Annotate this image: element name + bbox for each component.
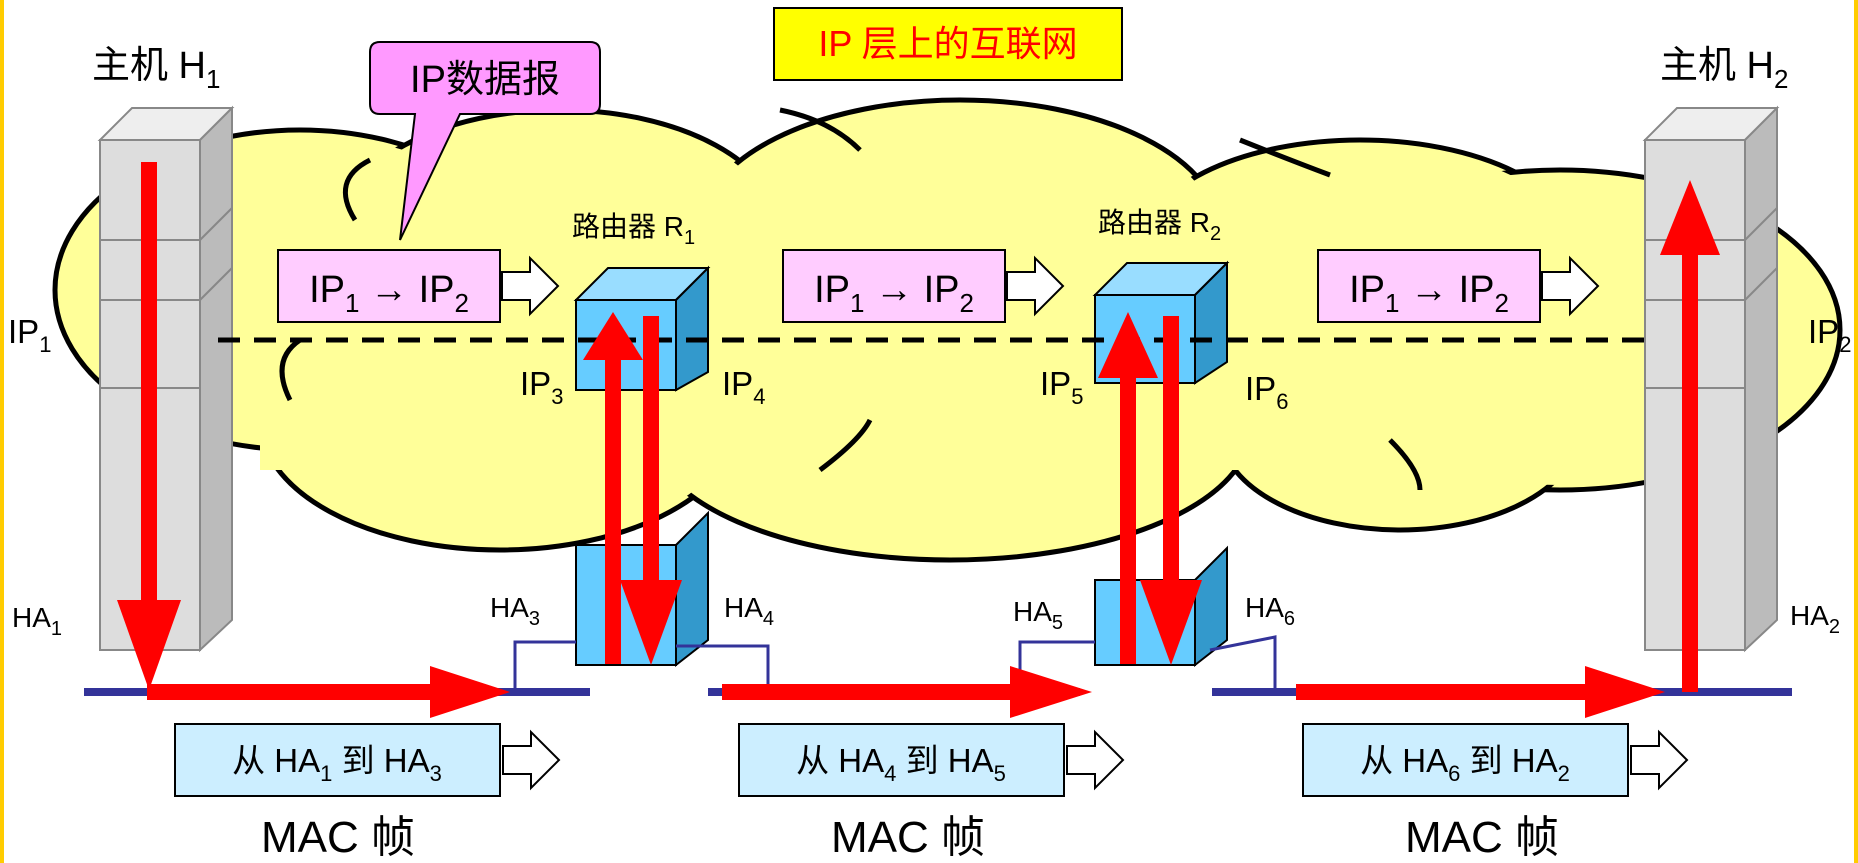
ha5-label: HA5 [1013,596,1063,634]
host-h2 [1642,105,1780,653]
ha1-label: HA1 [12,602,62,640]
lan2-arrowhead [1010,666,1092,718]
host-h1-label: 主机 H1 [92,45,220,94]
ip4-label: IP4 [722,365,765,409]
mac-frame-3: 从 HA6 到 HA2 [1302,723,1689,797]
mac-frame-1: 从 HA1 到 HA3 [174,723,561,797]
ha3-label: HA3 [490,592,540,630]
router-r1-label: 路由器 R1 [572,211,695,249]
ip2-label: IP2 [1808,313,1851,357]
mac-frame-2-arrow [1066,729,1125,791]
ip3-label: IP3 [520,365,563,409]
lan3-arrowhead [1585,666,1665,718]
svg-text:从 HA6 到 HA2: 从 HA6 到 HA2 [1360,742,1570,786]
svg-text:从 HA1 到 HA3: 从 HA1 到 HA3 [232,742,442,786]
callout-text: IP数据报 [410,59,560,101]
svg-text:从 HA4 到 HA5: 从 HA4 到 HA5 [796,742,1006,786]
ip6-label: IP6 [1245,370,1288,414]
lan1-arrowhead [430,666,510,718]
left-edge-strip [0,0,4,863]
ha4-label: HA4 [724,592,774,630]
datagram-3: IP1 → IP2 [1317,249,1600,323]
mac-caption-2: MAC 帧 [831,813,985,862]
mac-frame-2: 从 HA4 到 HA5 [738,723,1125,797]
datagram-3-arrow [1541,255,1600,317]
router-r2-label: 路由器 R2 [1098,207,1221,245]
mac-caption-3: MAC 帧 [1405,813,1559,862]
ha6-label: HA6 [1245,592,1295,630]
mac-frame-3-arrow [1630,729,1689,791]
ip5-label: IP5 [1040,365,1083,409]
title-text: IP 层上的互联网 [818,23,1077,64]
datagram-2: IP1 → IP2 [782,249,1065,323]
ip1-label: IP1 [8,313,51,357]
title-box: IP 层上的互联网 [773,7,1123,81]
mac-frame-1-arrow [502,729,561,791]
host-h2-label: 主机 H2 [1660,45,1788,94]
h2-up-arrowhead [1660,180,1720,255]
ha2-label: HA2 [1790,600,1840,638]
r1-down-arrowhead [620,580,682,665]
svg-text:IP1 → IP2: IP1 → IP2 [1349,269,1509,318]
cloud-inner-arcs [279,107,1423,491]
r1-up-arrowhead [583,312,643,360]
datagram-2-arrow [1006,255,1065,317]
router-r1 [573,265,711,668]
svg-text:IP1 → IP2: IP1 → IP2 [814,269,974,318]
ip-datagram-callout: IP数据报 [369,41,601,241]
r2-up-arrowhead [1098,312,1158,378]
datagram-1: IP1 → IP2 [277,249,560,323]
svg-text:IP1 → IP2: IP1 → IP2 [309,269,469,318]
r2-down-arrowhead [1140,580,1202,665]
datagram-1-arrow [501,255,560,317]
right-edge-strip [1854,0,1858,863]
host-h1 [97,105,235,653]
h1-down-arrowhead [117,600,181,690]
mac-caption-1: MAC 帧 [261,813,415,862]
red-flow-arrows [117,162,1720,718]
